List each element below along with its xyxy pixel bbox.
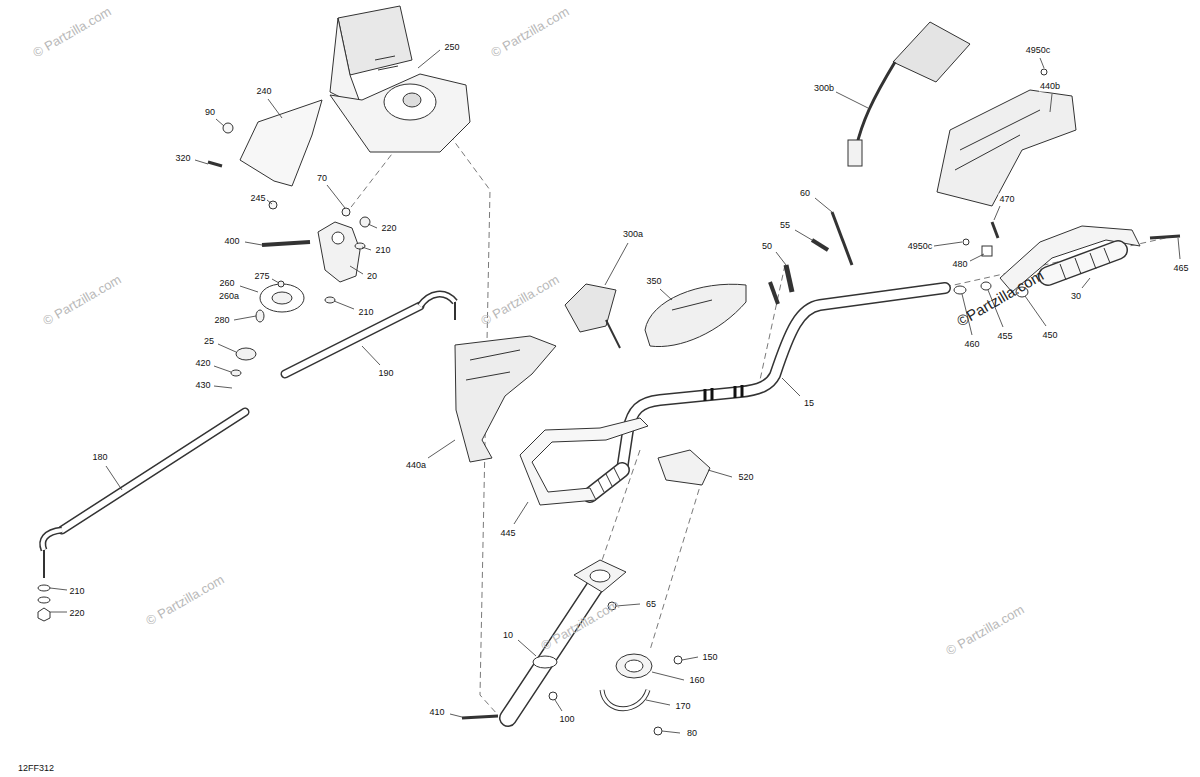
callout-number: 100	[558, 714, 575, 725]
callout-number: 50	[761, 241, 773, 252]
callout-number: 30	[1070, 291, 1082, 302]
callout-number: 430	[194, 380, 211, 391]
motor-bracket	[208, 100, 350, 216]
callout-number: 245	[249, 193, 266, 204]
left-handguard	[455, 336, 648, 505]
callout-number: 320	[174, 153, 191, 164]
callout-number: 220	[380, 223, 397, 234]
callout-number: 150	[701, 652, 718, 663]
steering-arm	[231, 217, 370, 376]
callout-number: 450	[1041, 330, 1058, 341]
watermark: ©Partzilla.com	[953, 266, 1047, 330]
callout-number: 240	[255, 86, 272, 97]
steering-motor	[330, 6, 470, 152]
callout-number: 275	[253, 271, 270, 282]
watermark: © Partzilla.com	[537, 596, 622, 654]
callout-number: 90	[204, 107, 216, 118]
callout-number: 160	[688, 675, 705, 686]
callout-number: 520	[737, 472, 754, 483]
callout-number: 65	[645, 599, 657, 610]
callout-number: 10	[502, 630, 514, 641]
callout-number: 470	[998, 194, 1015, 205]
callout-number: 4950c	[1025, 45, 1052, 56]
callout-number: 455	[996, 331, 1013, 342]
callout-number: 260a	[218, 291, 240, 302]
callout-number: 80	[686, 728, 698, 739]
drawing-code: 12FF312	[17, 763, 55, 774]
callout-number: 250	[443, 42, 460, 53]
callout-number: 15	[803, 398, 815, 409]
callout-number: 440a	[405, 460, 427, 471]
callout-number: 60	[799, 188, 811, 199]
watermark: © Partzilla.com	[142, 571, 227, 629]
left-controls	[565, 284, 746, 348]
watermark: © Partzilla.com	[29, 3, 114, 61]
callout-number: 4950c	[907, 241, 934, 252]
callout-number: 460	[963, 339, 980, 350]
steering-column	[462, 560, 682, 735]
callout-number: 465	[1172, 263, 1189, 274]
watermark: © Partzilla.com	[477, 271, 562, 329]
watermark: © Partzilla.com	[39, 271, 124, 329]
callout-number: 210	[68, 586, 85, 597]
callout-number: 300a	[622, 229, 644, 240]
callout-number: 410	[428, 707, 445, 718]
callout-number: 260	[218, 278, 235, 289]
callout-number: 170	[674, 701, 691, 712]
callout-number: 440b	[1039, 81, 1061, 92]
leader-lines	[50, 50, 1180, 733]
handlebar	[590, 288, 945, 495]
callout-number: 210	[357, 307, 374, 318]
callout-number: 25	[203, 336, 215, 347]
callout-number: 20	[366, 271, 378, 282]
callout-number: 350	[645, 276, 662, 287]
callout-number: 180	[91, 452, 108, 463]
callout-number: 300b	[813, 83, 835, 94]
callout-number: 280	[213, 315, 230, 326]
watermark: © Partzilla.com	[487, 3, 572, 61]
callout-number: 70	[316, 173, 328, 184]
callout-number: 420	[194, 358, 211, 369]
callout-number: 55	[779, 220, 791, 231]
callout-number: 480	[951, 259, 968, 270]
callout-number: 445	[499, 528, 516, 539]
callout-number: 400	[223, 236, 240, 247]
callout-number: 220	[68, 608, 85, 619]
callout-number: 210	[374, 245, 391, 256]
callout-number: 190	[377, 368, 394, 379]
assembly-lines	[345, 95, 1170, 715]
tie-rods	[38, 294, 455, 621]
bolts	[770, 212, 852, 304]
watermark: © Partzilla.com	[942, 601, 1027, 659]
right-controls	[848, 22, 1180, 297]
